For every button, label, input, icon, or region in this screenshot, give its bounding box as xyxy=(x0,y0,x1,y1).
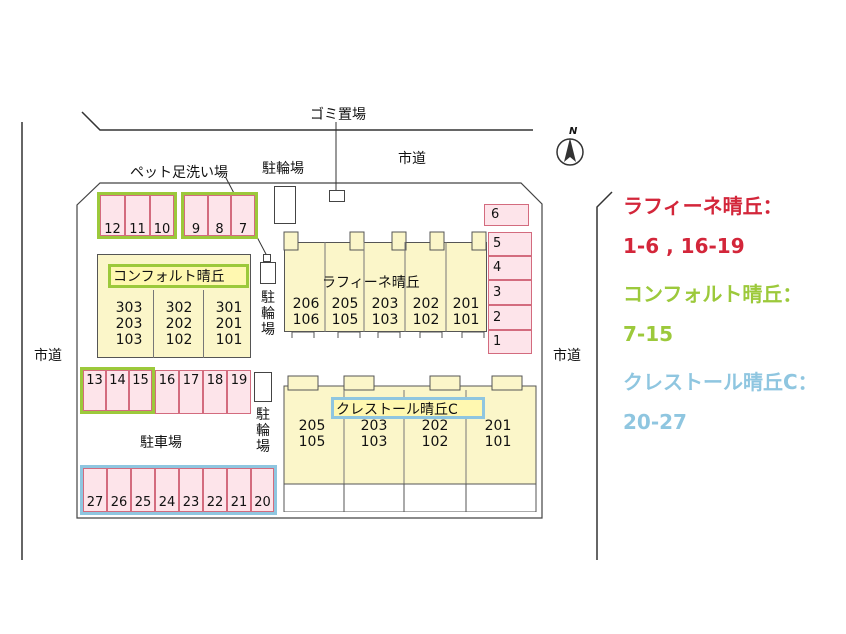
parking-space: 3 xyxy=(488,280,532,305)
crestor-unit-col-4: 201 101 xyxy=(484,418,512,450)
bike-parking-top-label: 駐輪場 xyxy=(262,161,304,177)
comfort-unit-col-2: 302 202 102 xyxy=(165,300,193,348)
comfort-unit-col-3: 301 201 101 xyxy=(215,300,243,348)
comfort-name: コンフォルト晴丘 xyxy=(113,269,225,285)
parking-space: 18 xyxy=(203,370,227,414)
crestor-unit-col-3: 202 102 xyxy=(421,418,449,450)
parking-space: 15 xyxy=(129,370,152,411)
crestor-name: クレストール晴丘C xyxy=(336,402,458,418)
parking-space: 25 xyxy=(131,468,155,512)
comfort-name-box xyxy=(108,264,249,288)
bike-parking-low-box xyxy=(254,372,272,402)
parking-space: 10 xyxy=(150,195,174,237)
pet-wash-label: ペット足洗い場 xyxy=(130,165,228,181)
legend-rafine-title: ラフィーネ晴丘： xyxy=(623,194,783,218)
legend-comfort-title: コンフォルト晴丘： xyxy=(623,282,803,306)
road-right-label: 市道 xyxy=(553,348,581,364)
rafine-unit-col-5: 201 101 xyxy=(452,296,480,328)
parking-space: 23 xyxy=(179,468,203,512)
crestor-unit-col-2: 203 103 xyxy=(360,418,388,450)
parking-space: 9 xyxy=(184,195,208,237)
parking-space: 4 xyxy=(488,256,532,280)
parking-space: 8 xyxy=(208,195,231,237)
road-top-label: 市道 xyxy=(398,151,426,167)
parking-space: 24 xyxy=(155,468,179,512)
rafine-building xyxy=(284,242,487,332)
parking-space: 6 xyxy=(484,204,529,226)
parking-space: 13 xyxy=(83,370,106,411)
legend-crestor-range: 20-27 xyxy=(623,410,687,434)
crestor-unit-col-1: 205 105 xyxy=(298,418,326,450)
parking-space: 5 xyxy=(488,232,532,256)
comfort-unit-col-1: 303 203 103 xyxy=(115,300,143,348)
road-top-line xyxy=(81,111,533,131)
garbage-box xyxy=(329,190,345,202)
road-right-line xyxy=(596,191,613,560)
north-label: N xyxy=(569,126,578,137)
legend-crestor-title: クレストール晴丘C： xyxy=(623,370,818,394)
parking-space: 12 xyxy=(100,195,125,237)
bike-parking-mid-box xyxy=(260,262,276,284)
legend-rafine-range: 1-6 , 16-19 xyxy=(623,234,745,258)
parking-space: 14 xyxy=(106,370,129,411)
rafine-unit-col-4: 202 102 xyxy=(412,296,440,328)
parking-space: 1 xyxy=(488,330,532,354)
parking-space: 26 xyxy=(107,468,131,512)
parking-space: 19 xyxy=(227,370,251,414)
bike-parking-mid-label: 駐輪場 xyxy=(261,290,275,338)
legend-comfort-range: 7-15 xyxy=(623,322,674,346)
parking-space: 11 xyxy=(125,195,150,237)
parking-space: 27 xyxy=(83,468,107,512)
parking-group-13-15 xyxy=(80,367,155,414)
parking-space: 22 xyxy=(203,468,227,512)
parking-group-9-7 xyxy=(181,192,258,239)
parking-group-12-10 xyxy=(97,192,177,239)
rafine-unit-col-2: 205 105 xyxy=(331,296,359,328)
pet-wash-box xyxy=(263,254,271,262)
rafine-unit-col-1: 206 106 xyxy=(292,296,320,328)
parking-space: 2 xyxy=(488,305,532,330)
parking-space: 17 xyxy=(179,370,203,414)
parking-space: 7 xyxy=(231,195,255,237)
road-left-label: 市道 xyxy=(34,348,62,364)
parking-space: 20 xyxy=(251,468,274,512)
bike-parking-low-label: 駐輪場 xyxy=(256,407,270,455)
rafine-unit-col-3: 203 103 xyxy=(371,296,399,328)
car-parking-label: 駐車場 xyxy=(140,435,182,451)
garbage-label: ゴミ置場 xyxy=(310,107,366,123)
parking-group-27-20 xyxy=(80,465,277,515)
crestor-name-box xyxy=(331,397,485,419)
bike-parking-top-box xyxy=(274,186,296,224)
parking-space: 21 xyxy=(227,468,251,512)
rafine-name: ラフィーネ晴丘 xyxy=(322,275,420,291)
parking-space: 16 xyxy=(155,370,179,414)
